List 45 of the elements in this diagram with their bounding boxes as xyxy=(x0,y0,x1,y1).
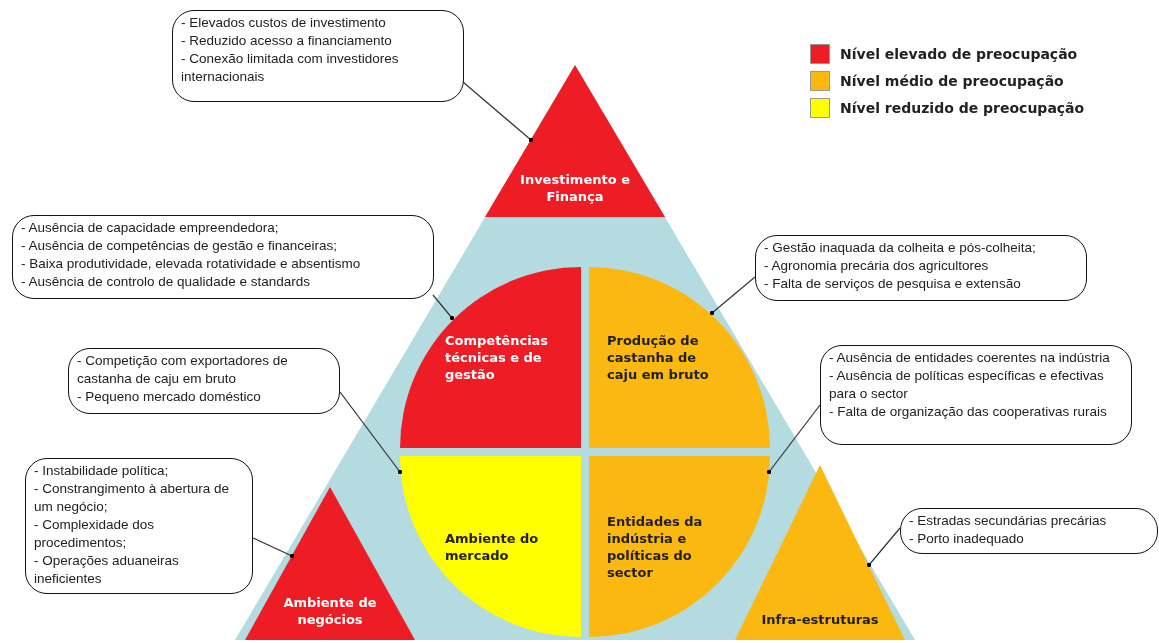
bullet-text: - Competição com exportadores de castanha de caju em bruto xyxy=(77,352,289,388)
bullet-text: - Constrangimento à abertura de um negócio; xyxy=(34,480,231,516)
leader-line xyxy=(766,404,821,475)
bullet-text: - Porto inadequado xyxy=(909,530,1025,548)
bullet-text: - Ausência de competências de gestão e financeiras; xyxy=(21,237,338,255)
bullet-text: - Elevados custos de investimento xyxy=(181,14,387,32)
callout-box xyxy=(820,345,1132,445)
callout-box xyxy=(755,235,1087,301)
bullet-text: - Reduzido acesso a financiamento xyxy=(181,32,393,50)
leader-line xyxy=(709,276,756,316)
legend-text: Nível médio de preocupação xyxy=(840,72,1064,89)
segment-label: Produção de castanha de caju em bruto xyxy=(607,332,710,383)
bullet-text: - Conexão limitada com investidores internacionais xyxy=(181,50,400,86)
bullet-text: - Falta de serviços de pesquisa e extensão xyxy=(764,275,1022,293)
segment-label: Ambiente do mercado xyxy=(445,529,540,564)
leader-line xyxy=(866,527,901,568)
bullet-text: - Ausência de capacidade empreendedora; xyxy=(21,219,280,237)
bullet-text: - Agronomia precária dos agricultores xyxy=(764,257,990,275)
bullet-text: - Instabilidade política; xyxy=(34,462,170,480)
segment-label: Ambiente de negócios xyxy=(282,594,378,628)
segment-label: Competências técnicas e de gestão xyxy=(445,332,550,383)
leader-line xyxy=(339,391,403,475)
callout-box xyxy=(68,348,340,414)
legend-text: Nível elevado de preocupação xyxy=(840,45,1078,62)
callout-box xyxy=(900,508,1158,554)
segment-label: Investimento e Finança xyxy=(520,171,630,205)
bullet-text: - Falta de organização das cooperativas rurais xyxy=(829,403,1108,421)
bullet-text: - Ausência de controlo de qualidade e standards xyxy=(21,273,311,291)
leader-line xyxy=(432,294,455,321)
legend-text: Nível reduzido de preocupação xyxy=(840,99,1085,116)
leader-line xyxy=(462,81,534,143)
bullet-text: - Baixa produtividade, elevada rotatividade e absentismo xyxy=(21,255,362,273)
bullet-text: - Ausência de políticas específicas e efectivas para o sector xyxy=(829,367,1105,403)
callout-box xyxy=(172,10,464,102)
callout-box xyxy=(25,458,253,594)
bullet-text: - Ausência de entidades coerentes na indústria xyxy=(829,349,1111,367)
segment-label: Infra-estruturas xyxy=(760,611,880,628)
segment-label: Entidades da indústria e políticas do sector xyxy=(607,512,704,581)
leader-line xyxy=(252,537,295,559)
bullet-text: - Complexidade dos procedimentos; xyxy=(34,516,156,552)
callout-box xyxy=(12,215,434,299)
bullet-text: - Operações aduaneiras ineficientes xyxy=(34,552,180,588)
bullet-text: - Estradas secundárias precárias xyxy=(909,512,1108,530)
bullet-text: - Pequeno mercado doméstico xyxy=(77,388,262,406)
bullet-text: - Gestão inaquada da colheita e pós-colheita; xyxy=(764,239,1037,257)
